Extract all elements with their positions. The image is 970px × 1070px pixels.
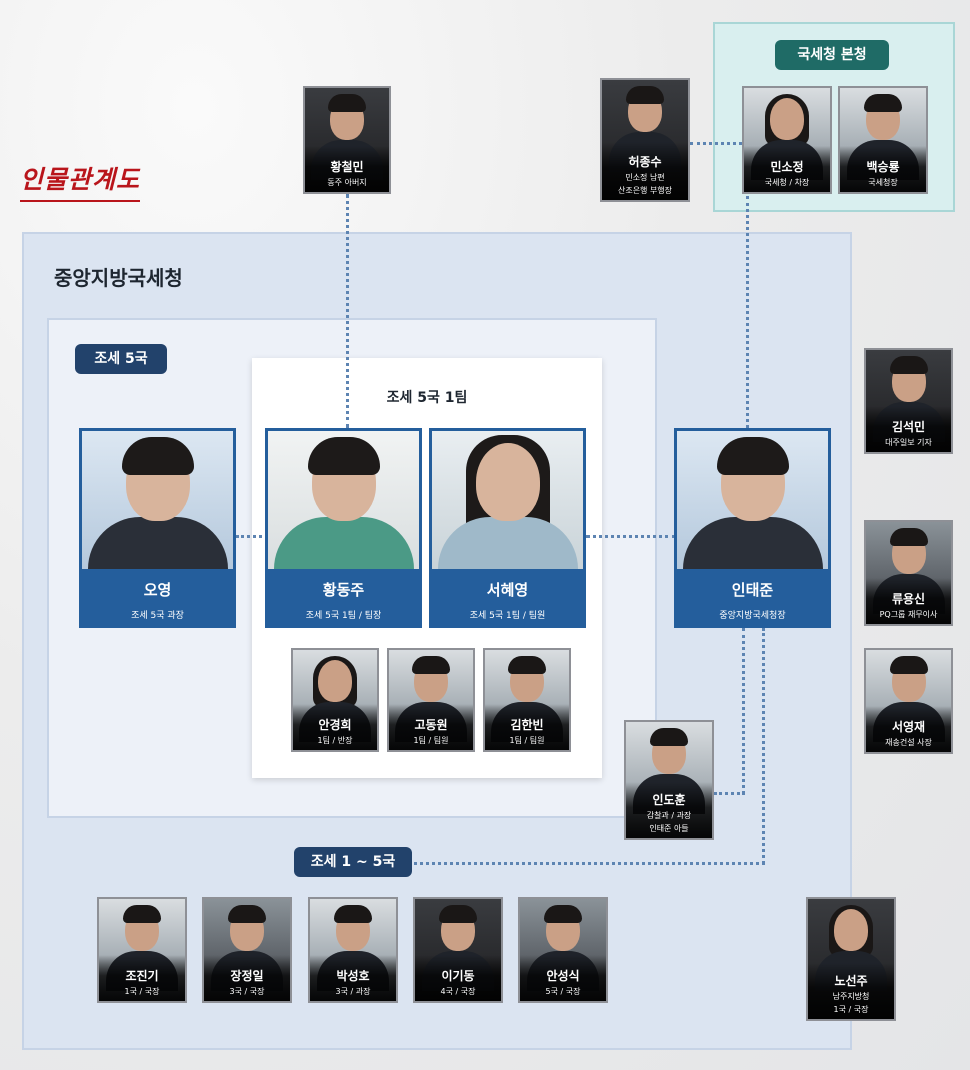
card-name: 인태준 — [731, 581, 774, 599]
card-role: 감찰과 / 과장 — [646, 811, 692, 820]
card-name: 황철민 — [330, 160, 364, 174]
card-name: 김한빈 — [510, 718, 544, 732]
card-role: 3국 / 과장 — [335, 987, 371, 996]
connector-intaejun-indohun — [742, 628, 745, 794]
portrait-photo — [677, 431, 828, 569]
card-role: PQ그룹 재무이사 — [879, 610, 938, 619]
headquarters-label: 국세청 본청 — [775, 40, 889, 70]
card-name: 김석민 — [891, 420, 926, 434]
card-role: 조세 5국 1팀 / 팀원 — [469, 611, 546, 621]
card-name: 서영재 — [891, 720, 926, 734]
card-name: 박성호 — [336, 969, 370, 983]
team1-label: 조세 5국 1팀 — [386, 390, 468, 406]
card-name: 오영 — [143, 581, 172, 599]
card-name: 안경희 — [318, 718, 352, 732]
card-angyeonghui[interactable]: 안경희 1팀 / 반장 — [291, 648, 379, 752]
card-role: 1국 / 국장 — [124, 987, 160, 996]
card-role-secondary: 산조은행 부행장 — [617, 186, 673, 195]
card-jojingi[interactable]: 조진기 1국 / 국장 — [97, 897, 187, 1003]
card-kimhanbin[interactable]: 김한빈 1팀 / 팀원 — [483, 648, 571, 752]
connector-minsojeong-intaejun — [746, 196, 749, 428]
card-role: 재송건설 사장 — [885, 738, 932, 747]
card-role: 국세청장 — [868, 178, 898, 187]
card-role: 1팀 / 팀원 — [509, 736, 545, 745]
connector-indohun — [714, 792, 745, 795]
connector-bureaus — [414, 862, 765, 865]
card-role: 대주일보 기자 — [885, 438, 932, 447]
card-name: 노선주 — [834, 974, 868, 988]
card-name: 인도훈 — [652, 793, 686, 807]
card-name: 서혜영 — [486, 581, 529, 599]
bureaus-label: 조세 1 ~ 5국 — [294, 847, 412, 877]
card-name: 조진기 — [125, 969, 159, 983]
card-role: 1팀 / 반장 — [317, 736, 353, 745]
card-jangjeongil[interactable]: 장정일 3국 / 국장 — [202, 897, 292, 1003]
central-office-label: 중앙지방국세청 — [54, 266, 183, 290]
card-name: 안성식 — [546, 969, 580, 983]
card-role: 남주지방청 — [832, 992, 870, 1001]
connector-intaejun-bureaus — [762, 628, 765, 864]
card-ryuyongsin[interactable]: 류용신 PQ그룹 재무이사 — [864, 520, 953, 626]
card-name: 류용신 — [891, 592, 926, 606]
card-role-secondary: 인태준 아들 — [649, 824, 689, 833]
card-name: 이기동 — [441, 969, 475, 983]
card-role: 1팀 / 팀원 — [413, 736, 449, 745]
card-role: 민소정 남편 — [625, 173, 665, 182]
card-anseongsik[interactable]: 안성식 5국 / 국장 — [518, 897, 608, 1003]
connector-seohyeyeong-intaejun — [586, 535, 676, 538]
card-role: 중앙지방국세청장 — [719, 611, 786, 621]
connector-hwangcheolmin — [346, 194, 349, 428]
card-godongwon[interactable]: 고동원 1팀 / 팀원 — [387, 648, 475, 752]
card-role: 동주 아버지 — [327, 178, 367, 187]
card-role: 조세 5국 과장 — [131, 611, 184, 621]
card-role: 국세청 / 차장 — [764, 178, 810, 187]
card-role: 3국 / 국장 — [229, 987, 265, 996]
card-igidong[interactable]: 이기동 4국 / 국장 — [413, 897, 503, 1003]
card-name: 민소정 — [770, 160, 804, 174]
portrait-photo — [268, 431, 419, 569]
connector-oyeong-hwangdongju — [236, 535, 268, 538]
connector-heojongsu-minsojeong — [690, 142, 742, 145]
page-title: 인물관계도 — [20, 160, 141, 202]
card-name: 장정일 — [230, 969, 264, 983]
portrait-photo — [82, 431, 233, 569]
card-role: 4국 / 국장 — [440, 987, 476, 996]
card-name: 백승룡 — [866, 160, 900, 174]
card-parkseongho[interactable]: 박성호 3국 / 과장 — [308, 897, 398, 1003]
portrait-photo — [432, 431, 583, 569]
card-role: 조세 5국 1팀 / 팀장 — [305, 611, 382, 621]
card-name: 허종수 — [628, 155, 662, 169]
card-role-secondary: 1국 / 국장 — [833, 1005, 869, 1014]
card-name: 황동주 — [322, 581, 365, 599]
card-name: 고동원 — [414, 718, 448, 732]
bureau5-label: 조세 5국 — [75, 344, 167, 374]
card-role: 5국 / 국장 — [545, 987, 581, 996]
